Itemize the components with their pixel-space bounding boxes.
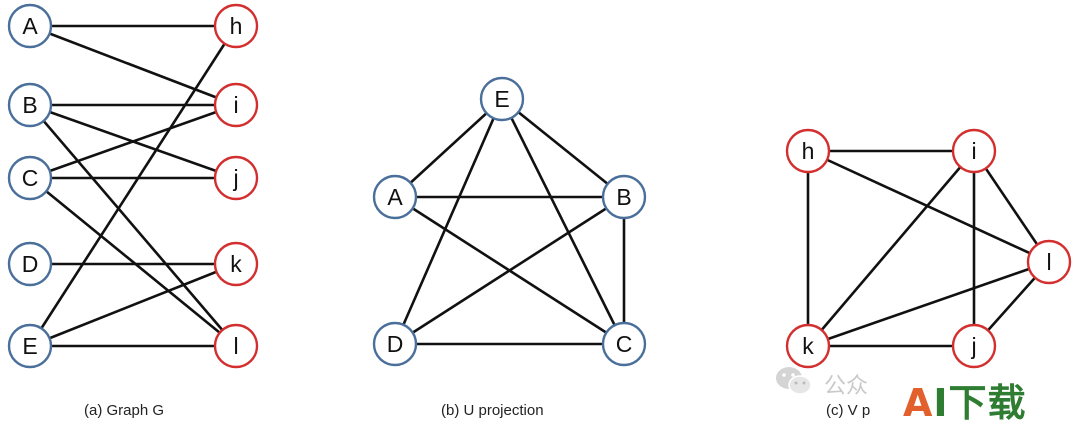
node-label-l: l <box>233 333 238 359</box>
edge-i-l <box>972 150 1051 263</box>
node-label-k: k <box>802 333 814 359</box>
edge-E-A <box>394 98 503 198</box>
caption-graph-g: (a) Graph G <box>84 402 165 419</box>
caption-u-projection: (b) U projection <box>441 402 544 419</box>
node-label-l: l <box>1046 249 1051 275</box>
u-projection: E A B D C <box>372 76 647 367</box>
node-label-D: D <box>387 331 404 357</box>
caption-v-projection: (c) V p <box>826 402 871 419</box>
node-l <box>1026 239 1072 285</box>
node-D <box>372 321 418 367</box>
edge-E-C <box>500 98 626 345</box>
node-A <box>372 174 418 220</box>
node-label-D: D <box>22 251 39 277</box>
node-C <box>7 155 53 201</box>
node-E <box>7 323 53 369</box>
node-label-i: i <box>233 92 238 118</box>
node-label-C: C <box>616 331 633 357</box>
node-k <box>785 323 831 369</box>
edge-i-k <box>807 150 975 347</box>
node-h <box>785 128 831 174</box>
node-A <box>7 3 53 49</box>
edge-E-B <box>501 97 625 199</box>
wechat-icon <box>776 367 812 395</box>
node-label-C: C <box>22 165 39 191</box>
edge-B-D <box>394 195 625 346</box>
edge-h-l <box>807 149 1050 264</box>
v-projection: h i l k j <box>785 128 1072 369</box>
node-label-E: E <box>22 333 37 359</box>
edge-E-D <box>393 98 504 345</box>
node-label-h: h <box>230 13 243 39</box>
node-B <box>601 174 647 220</box>
edge-B-l <box>29 104 237 347</box>
node-B <box>7 82 53 128</box>
edge-C-i <box>29 103 237 180</box>
node-label-k: k <box>230 251 242 277</box>
node-label-A: A <box>387 184 403 210</box>
node-i <box>951 128 997 174</box>
edge-A-i <box>29 24 237 107</box>
node-l <box>213 323 259 369</box>
node-E <box>479 76 525 122</box>
edge-k-l <box>807 260 1050 348</box>
edge-E-k <box>29 262 237 348</box>
node-label-h: h <box>802 138 815 164</box>
watermark-text: 公众 <box>824 374 869 399</box>
brand-rest: I下载 <box>933 381 1027 425</box>
brand-letter: A <box>903 381 934 425</box>
node-label-B: B <box>616 184 631 210</box>
node-label-i: i <box>971 138 976 164</box>
node-label-A: A <box>22 13 38 39</box>
node-k <box>213 241 259 287</box>
node-label-E: E <box>494 86 509 112</box>
node-j <box>951 323 997 369</box>
graph-g: A B C D Eh i j k l <box>7 3 259 369</box>
node-C <box>601 321 647 367</box>
node-h <box>213 3 259 49</box>
node-D <box>7 241 53 287</box>
edge-C-l <box>29 176 237 348</box>
node-label-B: B <box>22 92 37 118</box>
node-label-j: j <box>970 333 976 359</box>
node-i <box>213 82 259 128</box>
edge-E-h <box>28 25 238 347</box>
node-j <box>213 155 259 201</box>
node-label-j: j <box>232 165 238 191</box>
brand-logo: AI下载 <box>903 372 1027 427</box>
